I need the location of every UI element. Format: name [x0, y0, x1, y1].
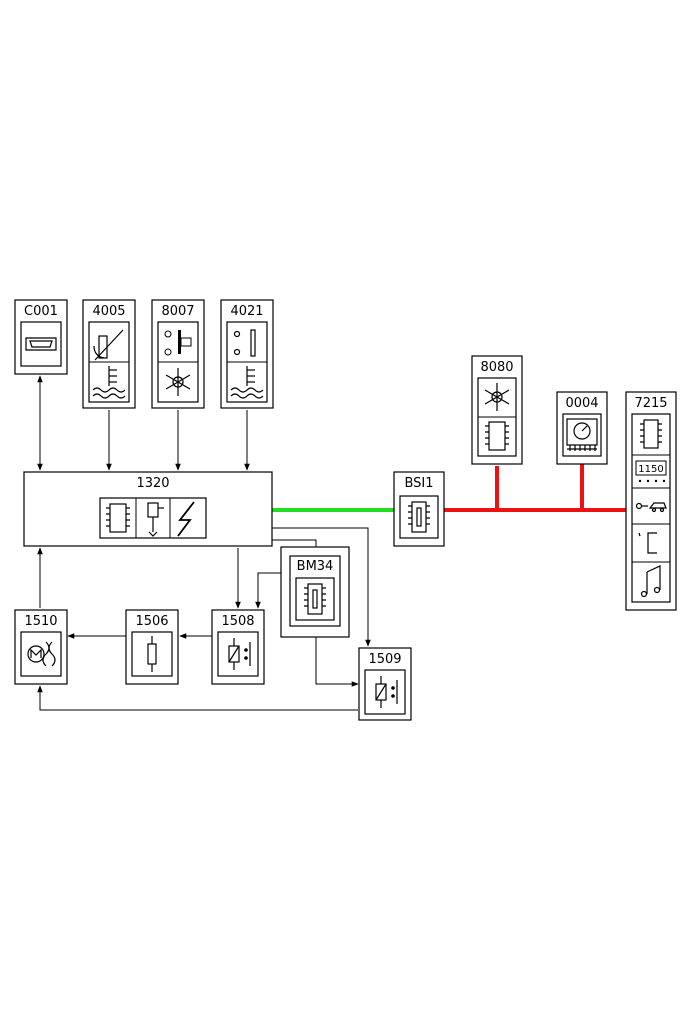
component-7215[interactable]: 7215 1150	[625, 391, 677, 611]
chip-icon	[106, 503, 130, 533]
component-4021[interactable]: 4021	[220, 299, 274, 409]
component-1510[interactable]: 1510	[14, 609, 68, 685]
level-sensor-icon	[233, 329, 256, 357]
component-0004[interactable]: 0004	[556, 391, 608, 465]
component-4021-label: 4021	[230, 304, 263, 319]
fuse-box-icon	[408, 501, 430, 533]
component-1320-label: 1320	[136, 476, 169, 491]
component-1508[interactable]: 1508	[211, 609, 265, 685]
component-1509-label: 1509	[368, 652, 401, 667]
relay-icon	[375, 676, 398, 708]
component-1509[interactable]: 1509	[358, 647, 412, 721]
relay-icon	[228, 638, 251, 670]
motor-fan-icon	[27, 641, 56, 667]
resistor-icon	[147, 636, 157, 672]
component-8080-label: 8080	[480, 360, 513, 375]
red-bus-lines	[444, 464, 626, 512]
injector-icon	[147, 502, 164, 537]
lightning-icon	[177, 501, 195, 537]
wires	[37, 375, 371, 711]
component-1506[interactable]: 1506	[125, 609, 179, 685]
coolant-icon	[92, 366, 126, 399]
component-c001-label: C001	[24, 304, 58, 319]
snowflake-icon	[484, 383, 510, 411]
chip-icon	[640, 419, 662, 449]
component-1506-label: 1506	[135, 614, 168, 629]
snowflake-icon	[165, 368, 191, 396]
component-8080[interactable]: 8080	[471, 355, 523, 465]
note-icon	[640, 565, 661, 598]
coolant-icon	[230, 366, 264, 399]
component-4005-label: 4005	[92, 304, 125, 319]
display-readout: 1150	[638, 464, 663, 475]
component-7215-label: 7215	[634, 396, 667, 411]
component-4005[interactable]: 4005	[82, 299, 136, 409]
component-0004-label: 0004	[565, 396, 598, 411]
component-bsi1-label: BSI1	[404, 476, 433, 491]
component-8007[interactable]: 8007	[151, 299, 205, 409]
component-c001[interactable]: C001	[14, 299, 68, 375]
chip-icon	[485, 421, 509, 451]
component-1510-label: 1510	[24, 614, 57, 629]
component-bsi1[interactable]: BSI1	[393, 471, 445, 547]
connector-icon	[25, 337, 57, 351]
fuse-box-icon	[304, 583, 326, 615]
component-1320[interactable]: 1320	[23, 471, 273, 547]
gauge-icon	[566, 418, 598, 451]
display-icon: 1150	[635, 460, 667, 483]
component-bm34-label: BM34	[297, 559, 334, 574]
bracket-icon	[638, 532, 657, 554]
component-8007-label: 8007	[161, 304, 194, 319]
temperature-sensor-icon	[93, 329, 124, 361]
car-key-icon	[635, 502, 667, 513]
component-1508-label: 1508	[221, 614, 254, 629]
component-bm34[interactable]: BM34	[280, 546, 350, 638]
pressure-switch-icon	[164, 330, 192, 356]
